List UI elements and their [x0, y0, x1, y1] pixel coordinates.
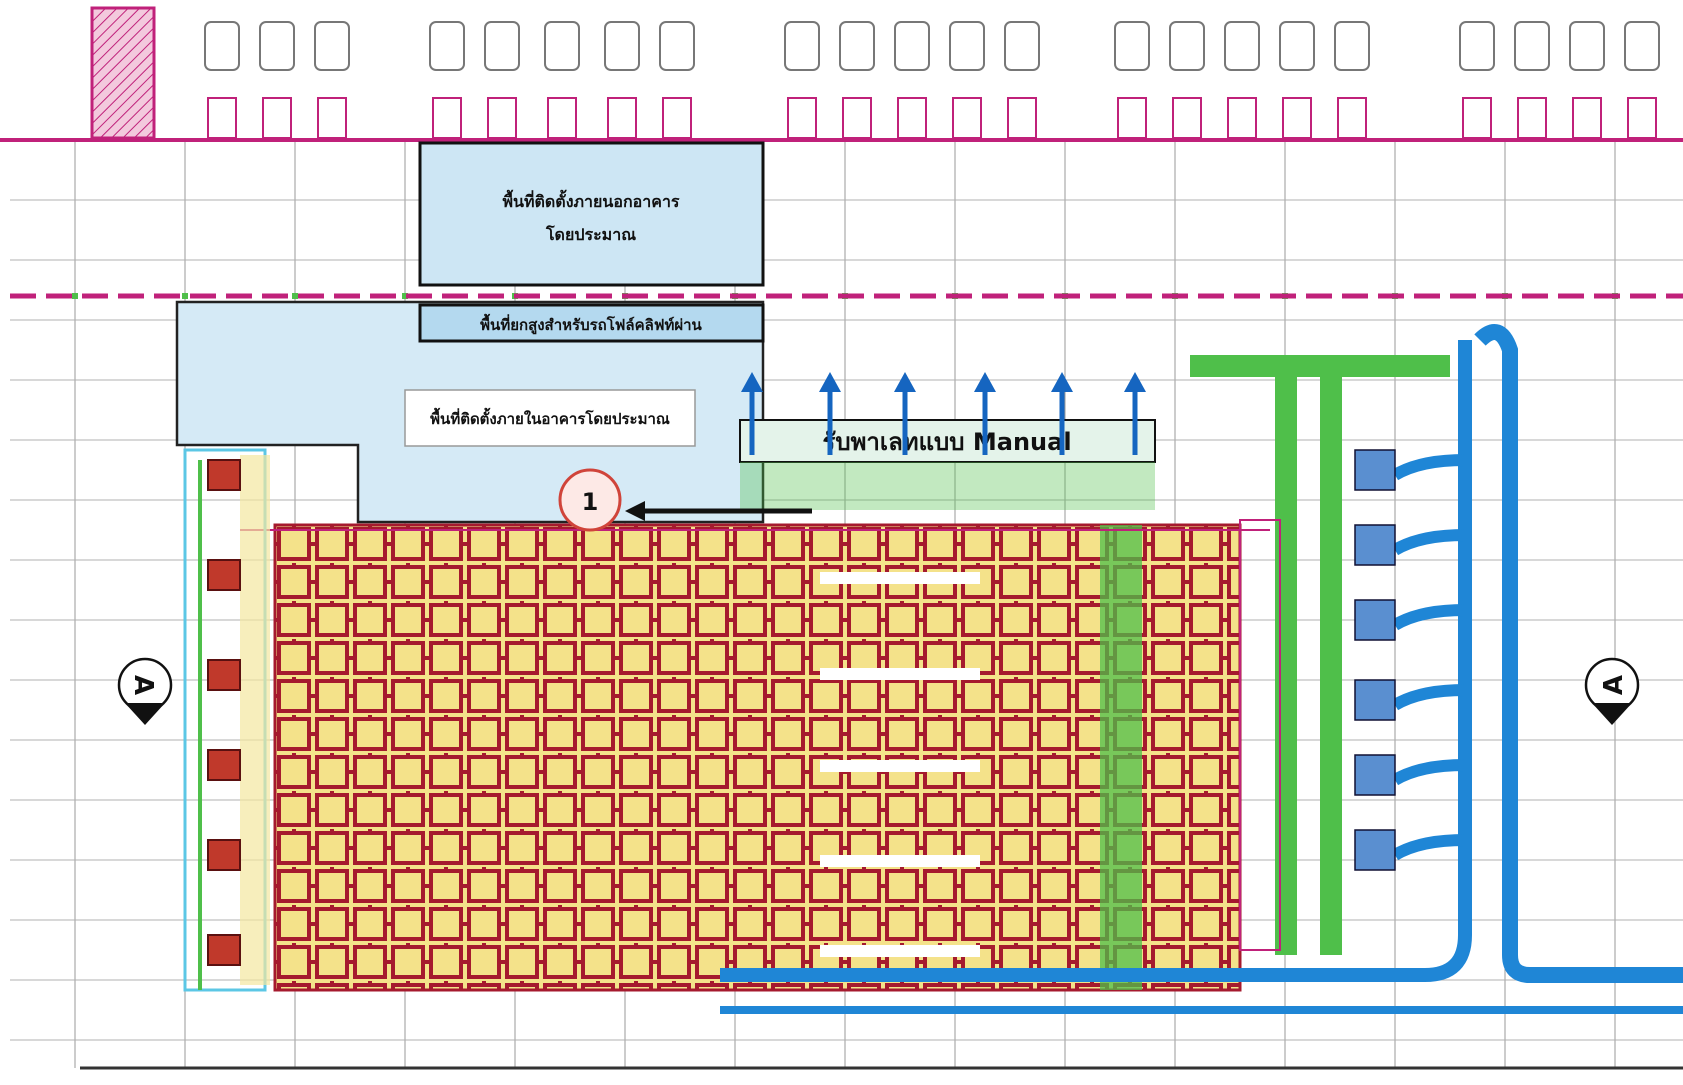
section-label-right: A [1599, 675, 1629, 695]
dock-bay [259, 21, 295, 71]
manual-pallet-receiving: รับพาเลทแบบ Manual [739, 372, 1156, 510]
picking-station [207, 839, 241, 871]
blue-branch [1391, 529, 1466, 556]
dock-door [1282, 97, 1312, 139]
dock-bay [314, 21, 350, 71]
outdoor-area-label-line2: โดยประมาณ [545, 224, 636, 244]
column-node [292, 293, 298, 299]
dock-bay [839, 21, 875, 71]
blue-station [1354, 524, 1396, 566]
dock-door [842, 97, 872, 139]
dock-door [262, 97, 292, 139]
picking-station [207, 459, 241, 491]
dock-bay [1459, 21, 1495, 71]
dock-door [1337, 97, 1367, 139]
dock-bay [484, 21, 520, 71]
picking-station [207, 659, 241, 691]
blue-branch [1391, 454, 1466, 481]
dock-bay [1569, 21, 1605, 71]
storage-rack-block [240, 523, 1270, 992]
dock-bay [1004, 21, 1040, 71]
dock-door [662, 97, 692, 139]
dock-bay [1334, 21, 1370, 71]
outdoor-installation-area: พื้นที่ติดตั้งภายนอกอาคาร โดยประมาณ [418, 141, 765, 287]
left-stations [183, 448, 270, 992]
dock-bay [544, 21, 580, 71]
blue-station [1354, 449, 1396, 491]
raised-area-label: พื้นที่ยกสูงสำหรับรถโฟล์คลิฟท์ผ่าน [480, 313, 702, 335]
dock-bay [894, 21, 930, 71]
section-label-left: A [128, 675, 158, 695]
forklift-arrowhead [894, 372, 916, 392]
forklift-arrowhead [819, 372, 841, 392]
dock-door [317, 97, 347, 139]
dock-bay [1514, 21, 1550, 71]
dock-door [207, 97, 237, 139]
outdoor-area-label-line1: พื้นที่ติดตั้งภายนอกอาคาร [502, 189, 679, 211]
dock-door [432, 97, 462, 139]
dock-door [607, 97, 637, 139]
blue-station [1354, 599, 1396, 641]
dock-door [897, 97, 927, 139]
forklift-arrowhead [1051, 372, 1073, 392]
dock-door [1117, 97, 1147, 139]
marker-number: 1 [582, 488, 599, 516]
blue-station [1354, 829, 1396, 871]
dock-door [547, 97, 577, 139]
manual-pallet-label: รับพาเลทแบบ Manual [822, 428, 1071, 456]
raised-forklift-area [418, 303, 765, 343]
dock-door [1462, 97, 1492, 139]
blue-station [1354, 679, 1396, 721]
dock-bay [1624, 21, 1660, 71]
column-node [182, 293, 188, 299]
forklift-arrowhead [974, 372, 996, 392]
forklift-direction-arrows [741, 372, 1146, 455]
dock-bay [1279, 21, 1315, 71]
dock-bay [604, 21, 640, 71]
dock-bay [1169, 21, 1205, 71]
dock-door [1227, 97, 1257, 139]
dock-door [1007, 97, 1037, 139]
dock-door [487, 97, 517, 139]
dock-door [952, 97, 982, 139]
column-node [72, 293, 78, 299]
picking-station [207, 559, 241, 591]
forklift-arrowhead [1124, 372, 1146, 392]
dock-bay [1114, 21, 1150, 71]
blue-branch [1391, 759, 1466, 786]
picking-station [207, 934, 241, 966]
dock-bay [204, 21, 240, 71]
dock-bay [659, 21, 695, 71]
dock-door [1517, 97, 1547, 139]
blue-station [1354, 754, 1396, 796]
dock-bay [429, 21, 465, 71]
section-marker-left: A [117, 657, 173, 725]
dock-bay [1224, 21, 1260, 71]
pointer-marker: 1 [558, 468, 812, 532]
column-node [402, 293, 408, 299]
indoor-installation-area: พื้นที่ยกสูงสำหรับรถโฟล์คลิฟท์ผ่าน พื้นท… [175, 300, 765, 524]
blue-branch [1391, 604, 1466, 631]
blue-conveyor-system [720, 324, 1683, 1014]
section-marker-right: A [1584, 657, 1640, 725]
loading-docks [0, 6, 1683, 142]
marker-circle [558, 468, 622, 532]
dock-door [787, 97, 817, 139]
dock-bay [949, 21, 985, 71]
blue-branch [1391, 684, 1466, 711]
blue-branch [1391, 834, 1466, 861]
indoor-area-label: พื้นที่ติดตั้งภายในอาคารโดยประมาณ [430, 407, 670, 428]
green-conveyor-system [1190, 355, 1450, 955]
dock-door [1572, 97, 1602, 139]
dock-door [1627, 97, 1657, 139]
forklift-arrowhead [741, 372, 763, 392]
dock-door [1172, 97, 1202, 139]
dock-bay [784, 21, 820, 71]
picking-station [207, 749, 241, 781]
